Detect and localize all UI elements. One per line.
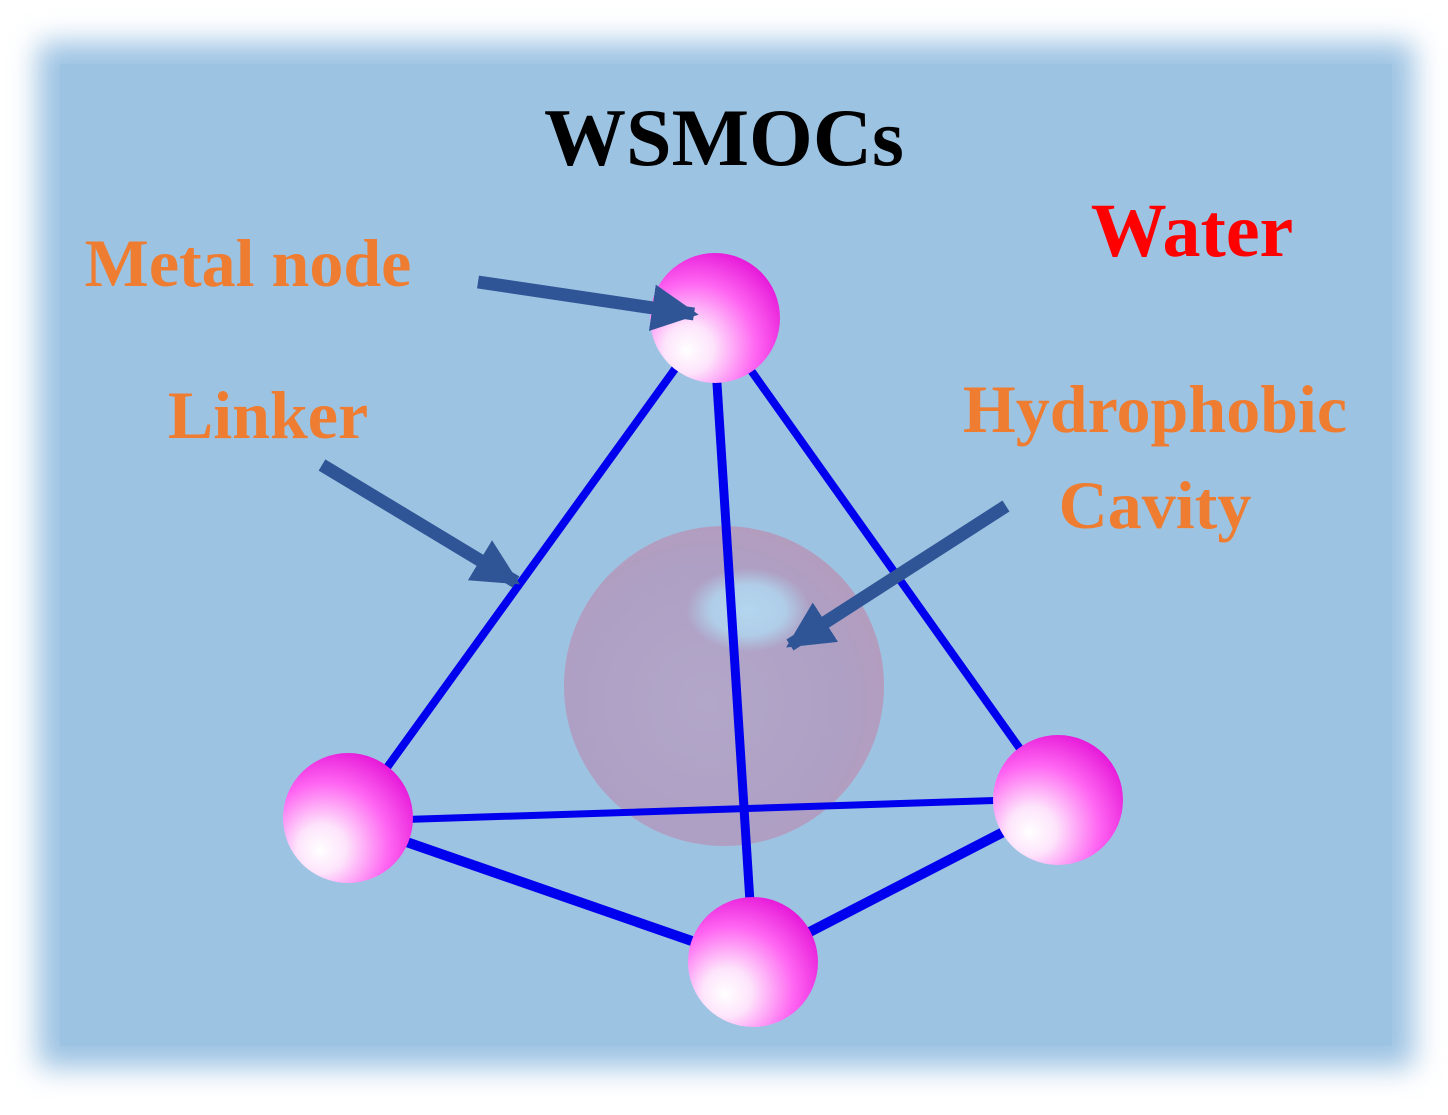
metal-nodes [283,253,1123,1027]
metal-node-left [283,753,413,883]
metal-node-bottom [688,897,818,1027]
cavity-arrow [786,500,1010,651]
linker-right-bottom [793,821,1020,943]
annotation-arrows [318,275,1010,651]
linker-left-bottom [390,833,717,953]
linker-left-right [386,796,1014,824]
linker-edges [374,358,1032,953]
linker-top-right [741,358,1032,764]
metal-node-arrow [477,275,699,331]
metal-node-label: Metal node [85,225,412,301]
linker-arrow [318,459,521,588]
linker-top-bottom [711,363,756,923]
water-label: Water [1091,189,1294,273]
linker-label: Linker [168,377,368,453]
diagram-title: WSMOCs [544,92,904,183]
cavity-label-line2: Cavity [1059,467,1252,543]
cavity-sphere [564,526,884,846]
metal-node-top [650,253,780,383]
cavity-label-line1: Hydrophobic [963,371,1347,447]
linker-top-left [374,358,684,784]
metal-node-right [993,735,1123,865]
